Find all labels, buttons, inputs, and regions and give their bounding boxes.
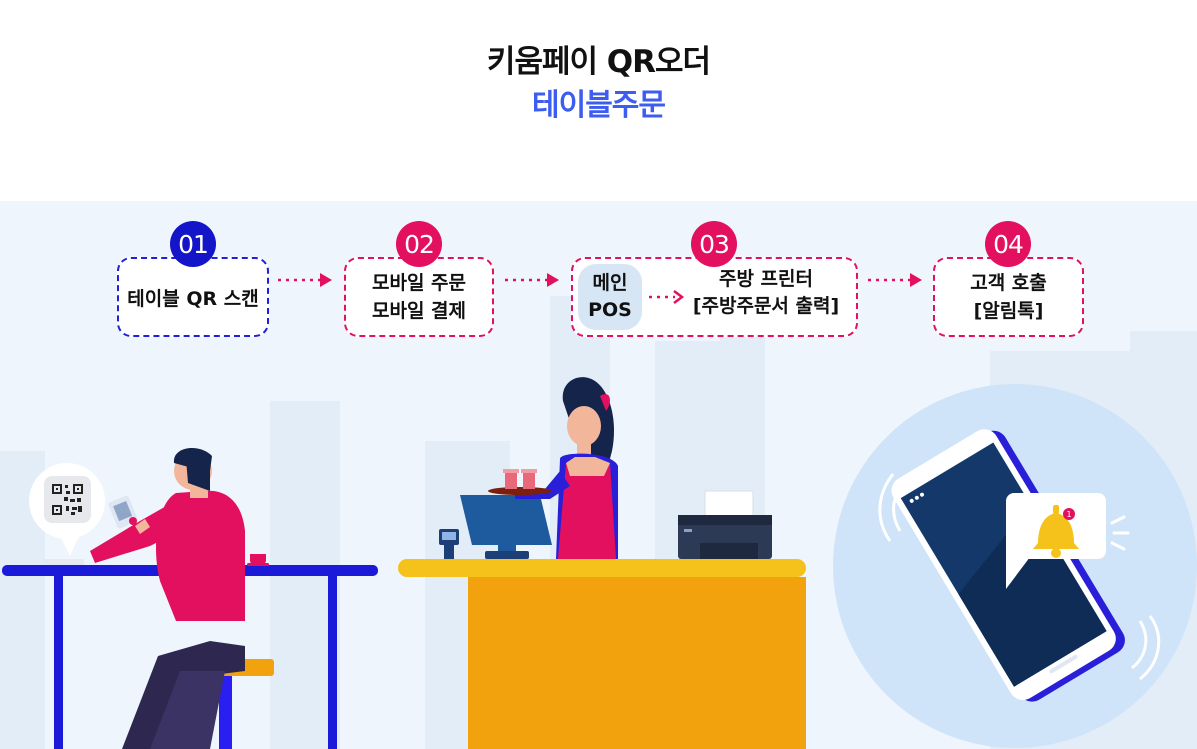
step-1-box: 테이블 QR 스캔: [117, 257, 269, 337]
step-2-badge: 02: [396, 221, 442, 267]
pos-label-line-2: POS: [588, 299, 632, 321]
restaurant-illustration: 1: [0, 296, 1197, 749]
svg-text:1: 1: [1066, 510, 1071, 519]
kitchen-printer: [678, 490, 772, 559]
page-subtitle: 테이블주문: [532, 88, 666, 123]
arrow-step1-to-step2: [278, 273, 332, 287]
pos-terminal: [439, 495, 552, 559]
kitchen-printer-label: 주방 프린터 [주방주문서 출력]: [680, 266, 852, 320]
arrow-pos-to-printer: [649, 290, 685, 304]
step-2-box: 모바일 주문 모바일 결제: [344, 257, 494, 337]
printer-label-line-2: [주방주문서 출력]: [692, 295, 840, 317]
page-title: 키움페이 QR오더: [486, 44, 711, 80]
pos-label-line-1: 메인: [592, 272, 628, 294]
bell-icon: 1: [1033, 505, 1079, 558]
qr-code-icon: [52, 484, 83, 515]
arrow-step2-to-step3: [505, 273, 559, 287]
step-4-label-line-1: 고객 호출: [970, 272, 1047, 294]
service-counter: [398, 559, 806, 749]
main-pos-pill: 메인 POS: [578, 264, 642, 330]
step-4-badge: 04: [985, 221, 1031, 267]
step-1-label: 테이블 QR 스캔: [127, 287, 259, 310]
step-3-badge: 03: [691, 221, 737, 267]
phone-notification: [833, 384, 1197, 748]
step-2-label-line-1: 모바일 주문: [371, 272, 466, 294]
barista-person: [488, 377, 618, 559]
printer-label-line-1: 주방 프린터: [718, 268, 813, 290]
step-2-label-line-2: 모바일 결제: [371, 300, 466, 322]
step-4-label-line-2: [알림톡]: [973, 300, 1044, 322]
customer-person: [90, 447, 245, 749]
step-1-badge: 01: [170, 221, 216, 267]
coffee-cup-icon: [247, 554, 269, 566]
step-4-box: 고객 호출 [알림톡]: [933, 257, 1084, 337]
arrow-step3-to-step4: [868, 273, 922, 287]
notification-rays: [1110, 515, 1130, 551]
